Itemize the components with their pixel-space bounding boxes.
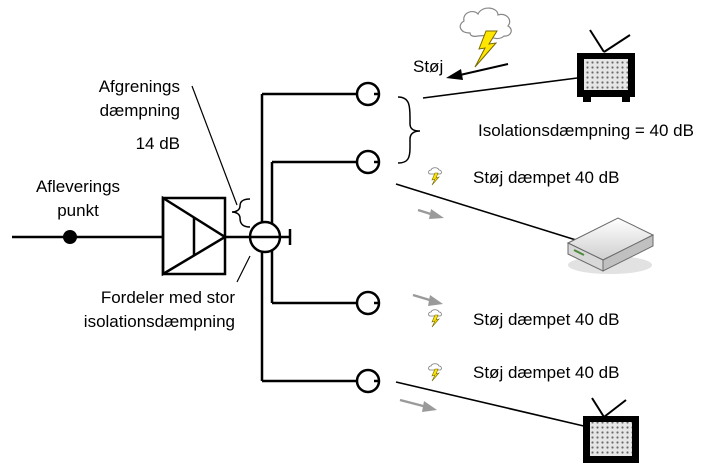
small-lightning-icon-3 — [428, 363, 442, 382]
isolation-brace — [397, 96, 421, 164]
fordeler-label-line2: isolationsdæmpning — [84, 312, 235, 331]
branch-attenuation-brace — [231, 198, 251, 228]
fordeler-leader — [236, 255, 251, 283]
noise-arrow — [446, 63, 509, 80]
afgrenings-leader — [191, 85, 238, 206]
afgrenings-label-line2: dæmpning — [100, 101, 180, 120]
tv-icon-2 — [583, 397, 639, 463]
noise-label: Støj — [413, 57, 443, 76]
cloud-lightning-icon — [459, 7, 512, 68]
feed-line — [12, 230, 163, 244]
noise-attenuated-label-1: Støj dæmpet 40 dB — [473, 168, 619, 187]
afleverings-label-line1: Afleverings — [36, 177, 120, 196]
splitter-symbol — [248, 94, 292, 381]
outlet-1 — [355, 81, 381, 107]
isolation-label: Isolationsdæmpning = 40 dB — [478, 121, 694, 140]
afleverings-label-line2: punkt — [57, 201, 99, 220]
tv-icon — [577, 29, 635, 102]
outlet-4 — [355, 368, 381, 394]
noise-attenuated-label-2: Støj dæmpet 40 dB — [473, 310, 619, 329]
small-lightning-icon-2 — [428, 309, 442, 328]
device-cables — [395, 76, 589, 428]
afgrenings-label-line3: 14 dB — [136, 134, 180, 153]
afgrenings-label-line1: Afgrenings — [99, 77, 180, 96]
gray-arrows — [399, 208, 444, 412]
branch-lines — [262, 92, 357, 383]
outlet-3 — [355, 290, 381, 316]
outlet-2 — [355, 149, 381, 175]
fordeler-label-line1: Fordeler med stor — [101, 288, 235, 307]
delivery-point-dot — [63, 230, 77, 244]
noise-attenuated-label-3: Støj dæmpet 40 dB — [473, 363, 619, 382]
modem-icon — [566, 217, 655, 274]
amplifier-symbol — [161, 195, 228, 277]
small-lightning-icon — [428, 167, 442, 186]
